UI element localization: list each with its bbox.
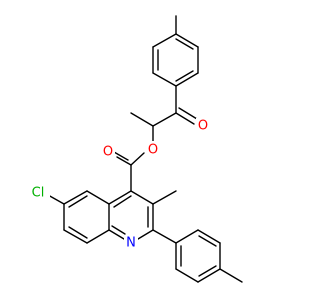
bond xyxy=(63,229,88,244)
bond xyxy=(113,195,132,208)
atom-o-ester-link: O xyxy=(146,141,160,158)
bond xyxy=(152,72,177,87)
bond xyxy=(63,190,88,205)
bond xyxy=(68,195,88,208)
bond xyxy=(198,265,217,277)
bond xyxy=(152,112,177,127)
bond xyxy=(108,229,125,240)
bond xyxy=(130,112,154,127)
bond xyxy=(113,151,129,161)
bond xyxy=(175,229,199,244)
bond xyxy=(175,70,194,82)
bond xyxy=(86,229,110,244)
bond xyxy=(175,112,195,125)
bond xyxy=(152,190,177,205)
bond xyxy=(219,268,243,283)
bond xyxy=(175,38,194,50)
atom-label-n-ring: N xyxy=(126,236,136,251)
bond xyxy=(130,190,154,205)
atom-o-ketone: O xyxy=(196,118,210,134)
atom-labels: O O O N Cl xyxy=(26,118,210,251)
bond xyxy=(152,33,177,48)
atom-label-cl: Cl xyxy=(32,186,45,201)
bond xyxy=(116,156,132,166)
bond xyxy=(152,229,177,244)
bond xyxy=(68,226,88,239)
molecule-structure-diagram: O O O N Cl xyxy=(26,15,243,283)
bond xyxy=(197,229,221,244)
atom-label-o-ester-carbonyl: O xyxy=(103,145,113,160)
bond xyxy=(111,225,126,235)
bond xyxy=(175,268,199,283)
atom-o-ester-carbonyl: O xyxy=(101,144,115,160)
bond xyxy=(86,190,110,205)
bond xyxy=(175,72,199,87)
structure-canvas: O O O N Cl xyxy=(26,15,243,283)
bond xyxy=(178,107,198,120)
bond xyxy=(198,235,217,247)
bond-lines xyxy=(47,15,243,283)
bond xyxy=(47,194,65,205)
atom-label-o-ester-link: O xyxy=(148,143,158,158)
atom-n-ring: N xyxy=(124,235,138,251)
bond xyxy=(137,229,154,240)
bond xyxy=(108,190,132,205)
bond xyxy=(197,268,221,283)
bond xyxy=(175,33,199,48)
atom-cl: Cl xyxy=(26,184,50,202)
atom-label-o-ketone: O xyxy=(198,119,208,134)
bond xyxy=(130,152,145,166)
